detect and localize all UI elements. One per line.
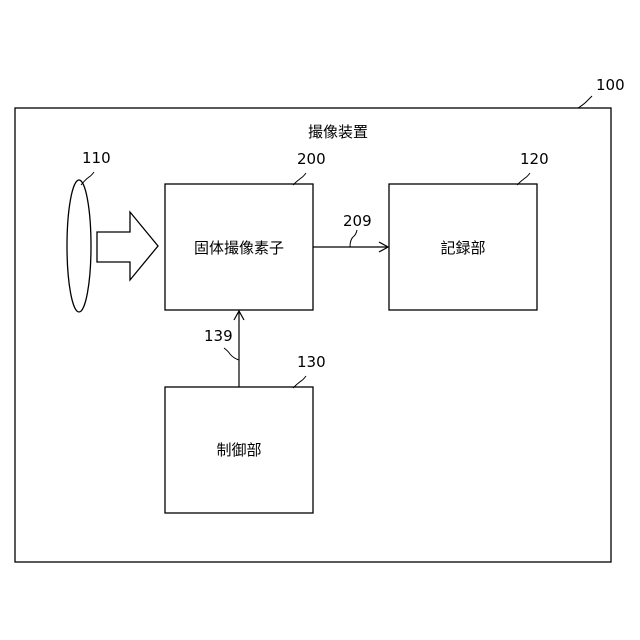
signal-209-leader: [350, 230, 357, 247]
recorder-ref-label: 120: [520, 150, 549, 168]
controller-ref-label: 130: [297, 353, 326, 371]
lens-shape: [67, 180, 91, 312]
device-ref-leader: [578, 96, 592, 108]
controller-ref-leader: [293, 376, 306, 388]
controller-label: 制御部: [216, 441, 261, 459]
device-ref-label: 100: [596, 76, 625, 94]
lens-ref-leader: [81, 172, 94, 185]
sensor-ref-leader: [293, 173, 306, 185]
signal-139-label: 139: [204, 327, 233, 345]
recorder-ref-leader: [517, 173, 530, 185]
signal-139-leader: [224, 348, 239, 360]
device-title: 撮像装置: [308, 123, 368, 141]
light-arrow: [97, 212, 158, 280]
signal-209-label: 209: [343, 212, 372, 230]
lens-ref-label: 110: [82, 149, 111, 167]
sensor-label: 固体撮像素子: [194, 239, 284, 257]
sensor-ref-label: 200: [297, 150, 326, 168]
recorder-label: 記録部: [440, 239, 485, 257]
